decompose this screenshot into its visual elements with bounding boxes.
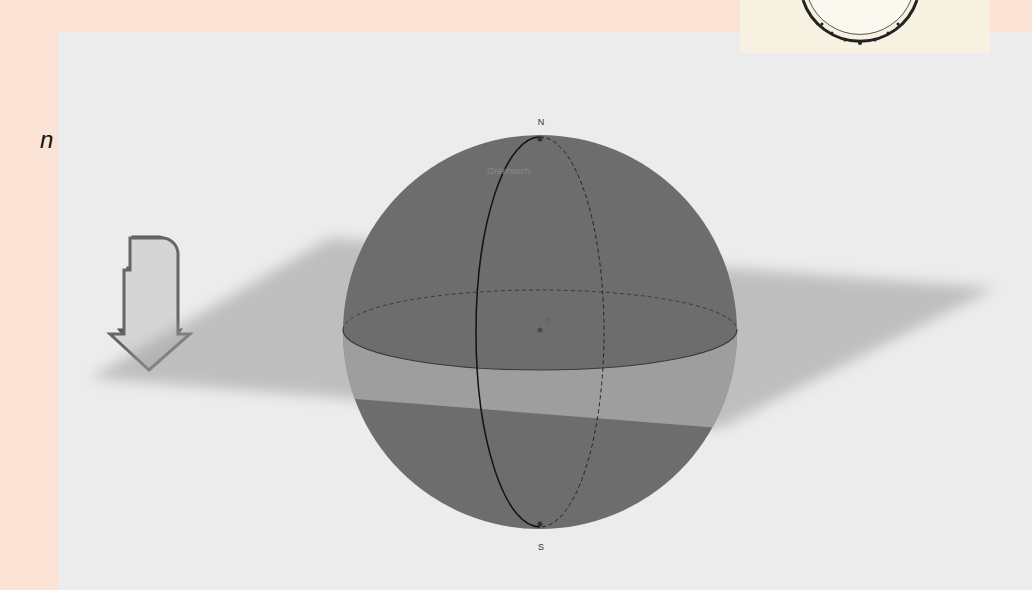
meridian-label: Greenwich	[487, 167, 530, 176]
meridian-back	[540, 137, 604, 527]
north-pole-point	[538, 137, 543, 142]
pole-label: N	[538, 118, 545, 127]
sphere	[343, 135, 737, 529]
cut-text: n	[40, 128, 53, 152]
center-point	[538, 328, 543, 333]
center-label: O	[545, 317, 550, 324]
equator-label: equateur	[671, 371, 707, 380]
south-pole-point	[538, 522, 543, 527]
clock-face	[809, 0, 911, 34]
equator-front	[343, 330, 737, 370]
greenwich-meridian	[476, 137, 540, 527]
panel	[58, 32, 1032, 590]
clock-image	[740, 0, 990, 53]
pole-label: S	[538, 543, 544, 552]
clock-rim	[803, 0, 917, 41]
equator-back	[343, 290, 737, 330]
clock-dots	[821, 23, 900, 46]
plane-front	[90, 238, 995, 428]
